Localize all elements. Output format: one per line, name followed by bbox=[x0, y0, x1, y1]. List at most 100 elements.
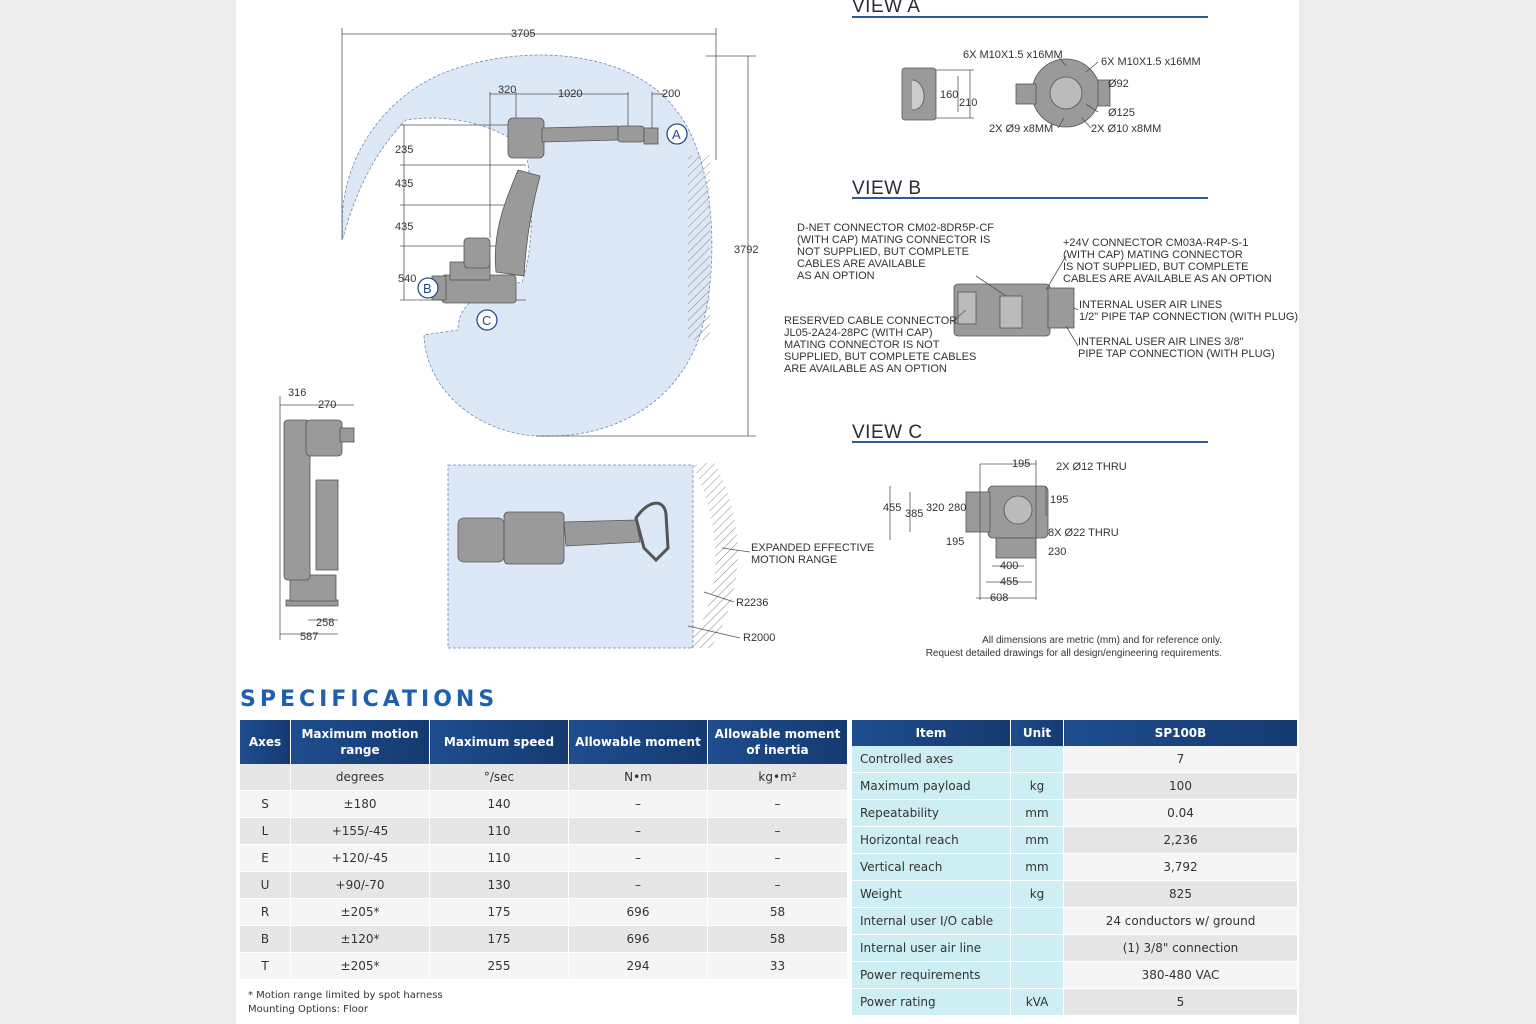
callout-a: A bbox=[672, 127, 681, 142]
view-c-thru-12: 2X Ø12 THRU bbox=[1056, 461, 1127, 473]
view-b-leaders bbox=[951, 255, 1079, 347]
view-a-thread-1: 6X M10X1.5 x16MM bbox=[963, 49, 1063, 61]
range-label-1: EXPANDED EFFECTIVE bbox=[751, 542, 874, 554]
note-24v-connector: +24V CONNECTOR CM03A-R4P-S-1 (WITH CAP) … bbox=[1063, 237, 1272, 285]
view-a-d125: Ø125 bbox=[1108, 107, 1135, 119]
dim-316: 316 bbox=[288, 387, 306, 399]
callout-letters: A B C bbox=[423, 127, 681, 328]
dim-270: 270 bbox=[318, 399, 336, 411]
view-c-385: 385 bbox=[905, 508, 923, 520]
view-c-195-top: 195 bbox=[1012, 458, 1030, 470]
range-r2236: R2236 bbox=[736, 597, 768, 609]
specifications-heading: SPECIFICATIONS bbox=[240, 687, 499, 712]
view-a-underline bbox=[852, 16, 1208, 18]
front-view-dim-lines bbox=[341, 28, 756, 437]
axes-spec-table: Axes Maximum motion range Maximum speed … bbox=[240, 720, 848, 980]
view-a-160: 160 bbox=[940, 89, 958, 101]
view-b-underline bbox=[852, 197, 1208, 199]
view-c-title: VIEW C bbox=[852, 422, 923, 443]
col-motion-range: Maximum motion range bbox=[290, 720, 430, 764]
dim-435-b: 435 bbox=[395, 221, 413, 233]
view-c-280: 280 bbox=[948, 502, 966, 514]
motion-range-envelope bbox=[341, 54, 713, 437]
view-b-drawing bbox=[953, 283, 1075, 337]
note-air-lines-three-eighths: INTERNAL USER AIR LINES 3/8" PIPE TAP CO… bbox=[1078, 336, 1275, 360]
general-table-header: Item Unit SP100B bbox=[852, 720, 1298, 746]
view-c-455: 455 bbox=[883, 502, 901, 514]
view-a-title: VIEW A bbox=[852, 0, 921, 17]
dim-320: 320 bbox=[498, 84, 516, 96]
dimensions-disclaimer: All dimensions are metric (mm) and for r… bbox=[925, 635, 1222, 659]
view-b-title: VIEW B bbox=[852, 178, 922, 199]
view-a-d92: Ø92 bbox=[1108, 78, 1129, 90]
view-a-hole-d10: 2X Ø10 x8MM bbox=[1091, 123, 1161, 135]
top-view-range-hatch bbox=[686, 462, 738, 648]
note-dnet-connector: D-NET CONNECTOR CM02-8DR5P-CF (WITH CAP)… bbox=[797, 222, 995, 282]
view-c-230: 230 bbox=[1048, 546, 1066, 558]
view-c-195-right: 195 bbox=[1050, 494, 1068, 506]
view-c-195-left: 195 bbox=[946, 536, 964, 548]
note-reserved-cable-connector: RESERVED CABLE CONNECTOR JL05-2A24-28PC … bbox=[784, 315, 977, 375]
view-c-400: 400 bbox=[1000, 560, 1018, 572]
dim-258: 258 bbox=[316, 617, 334, 629]
side-view-dim-lines bbox=[279, 396, 354, 640]
col-model: SP100B bbox=[1063, 720, 1298, 746]
spec-sheet-page: 3705 320 1020 200 235 435 435 540 3792 3… bbox=[236, 0, 1299, 1024]
dim-200: 200 bbox=[662, 88, 680, 100]
col-axes: Axes bbox=[240, 720, 291, 764]
col-unit: Unit bbox=[1010, 720, 1064, 746]
col-max-speed: Maximum speed bbox=[429, 720, 569, 764]
dim-1020: 1020 bbox=[558, 88, 582, 100]
axes-table-footnote: * Motion range limited by spot harness M… bbox=[248, 990, 443, 1015]
callout-b: B bbox=[423, 281, 432, 296]
view-c-thru-22: 8X Ø22 THRU bbox=[1048, 527, 1119, 539]
dim-235: 235 bbox=[395, 144, 413, 156]
view-a-210: 210 bbox=[959, 97, 977, 109]
dim-3792: 3792 bbox=[734, 244, 758, 256]
robot-front-view bbox=[431, 117, 659, 304]
outer-range-hatch bbox=[688, 155, 710, 340]
view-c-455-bottom: 455 bbox=[1000, 576, 1018, 588]
view-a-drawing bbox=[901, 58, 1111, 128]
range-r2000: R2000 bbox=[743, 632, 775, 644]
dim-540: 540 bbox=[398, 273, 416, 285]
units-row: degrees °/sec N•m kg•m² bbox=[240, 764, 848, 791]
range-label-2: MOTION RANGE bbox=[751, 554, 837, 566]
table-row: Internal user air line(1) 3/8" connectio… bbox=[852, 934, 1298, 962]
top-view-leaders bbox=[687, 547, 751, 639]
callout-c: C bbox=[482, 313, 491, 328]
col-allowable-moment: Allowable moment bbox=[568, 720, 708, 764]
dim-435-a: 435 bbox=[395, 178, 413, 190]
dim-3705: 3705 bbox=[511, 28, 535, 40]
note-air-lines-half-inch: INTERNAL USER AIR LINES 1/2" PIPE TAP CO… bbox=[1079, 299, 1299, 323]
view-c-drawing bbox=[965, 485, 1049, 559]
col-moment-of-inertia: Allowable moment of inertia bbox=[707, 720, 848, 764]
robot-dimension-drawings: 3705 320 1020 200 235 435 435 540 3792 3… bbox=[279, 28, 1201, 649]
view-c-dim-lines bbox=[889, 460, 1047, 600]
robot-top-view bbox=[457, 501, 670, 565]
col-item: Item bbox=[852, 720, 1011, 746]
view-c-608: 608 bbox=[990, 592, 1008, 604]
view-c-underline bbox=[852, 441, 1208, 443]
view-callouts bbox=[417, 123, 688, 331]
dimension-labels: 3705 320 1020 200 235 435 435 540 3792 3… bbox=[288, 28, 1201, 644]
dim-587: 587 bbox=[300, 631, 318, 643]
view-a-hole-d9: 2X Ø9 x8MM bbox=[989, 123, 1053, 135]
view-c-320: 320 bbox=[926, 502, 944, 514]
